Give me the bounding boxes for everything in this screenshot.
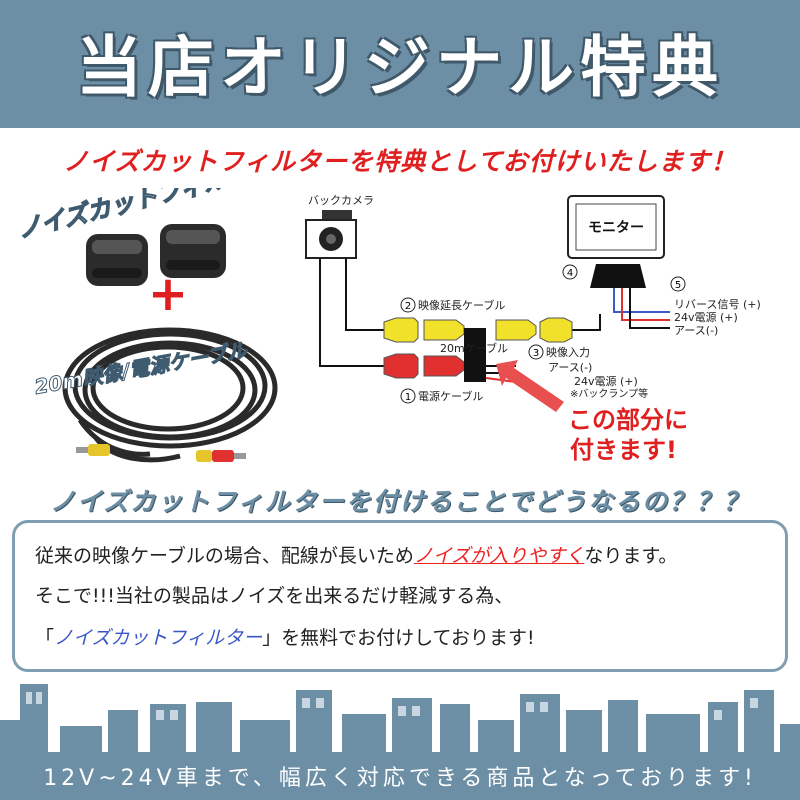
info-line-1c: なります。	[584, 545, 678, 567]
earth-top: アース(-)	[674, 324, 718, 337]
coiled-cable	[62, 327, 278, 463]
filter-block	[464, 328, 486, 382]
product-illustration: ノイズカットフィルター + 20m映像/電源ケーブル	[14, 188, 278, 463]
num-1: 1	[405, 392, 411, 403]
reverse-label: リバース信号 (+)	[674, 298, 761, 311]
power24-top: 24v電源 (+)	[674, 310, 738, 324]
num-2: 2	[405, 301, 411, 312]
rca-yellow-2	[423, 319, 465, 341]
headline: ノイズカットフィルターを特典としてお付けいたします！	[63, 147, 737, 176]
top-banner: 当店オリジナル特典	[0, 0, 800, 128]
callout-line1: この部分に	[568, 406, 688, 434]
back-camera	[305, 210, 357, 259]
footer-text: 12V~24V車まで、幅広く対応できる商品となっております!	[43, 766, 757, 791]
ferrite-filter-left	[86, 234, 148, 286]
camera-label: バックカメラ	[308, 194, 374, 207]
rca-yellow-4	[539, 317, 573, 343]
rca-yellow-3	[495, 319, 537, 341]
label-1: 電源ケーブル	[418, 389, 483, 403]
monitor-label: モニター	[588, 220, 644, 236]
rca-plug-yellow	[76, 444, 110, 456]
monitor: モニター	[567, 195, 665, 288]
wiring-diagram: バックカメラ 2 映像延長ケーブル 20mケーブル 3 映像入力 ア	[305, 194, 761, 464]
rca-plug-red	[212, 450, 246, 462]
label-2: 映像延長ケーブル	[418, 298, 505, 312]
power24-mid: 24v電源 (+)	[574, 374, 638, 388]
info-line-3b: ノイズカットフィルター	[54, 627, 263, 649]
earth-mid: アース(-)	[548, 361, 592, 374]
info-line-1b: ノイズが入りやすく	[413, 545, 585, 567]
callout-line2: 付きます!	[570, 436, 677, 464]
filter-label: ノイズカットフィルター	[15, 188, 278, 244]
city-skyline	[0, 684, 800, 800]
callout-arrow	[496, 360, 564, 412]
ferrite-filter-right	[160, 224, 226, 278]
info-box: 従来の映像ケーブルの場合、配線が長いためノイズが入りやすくなります。 そこで!!…	[12, 520, 788, 672]
plus-sign: +	[148, 266, 188, 322]
rca-yellow-1	[383, 317, 419, 343]
rca-red-2	[423, 355, 465, 377]
info-line-2: そこで!!!当社の製品はノイズを出来るだけ軽減する為、	[35, 585, 514, 607]
num-4: 4	[567, 268, 573, 279]
info-line-3: 「ノイズカットフィルター」を無料でお付けしております!	[35, 623, 535, 650]
info-line-1: 従来の映像ケーブルの場合、配線が長いためノイズが入りやすくなります。	[35, 541, 677, 568]
num-5: 5	[675, 280, 681, 291]
label-3: 映像入力	[546, 346, 590, 359]
info-line-3c: 」を無料でお付けしております!	[262, 627, 535, 649]
info-line-3a: 「	[35, 627, 55, 649]
rca-red-1	[383, 353, 419, 379]
backlamp-note: ※バックランプ等	[570, 387, 648, 400]
cable-20m-label: 20mケーブル	[440, 341, 508, 355]
question-heading: ノイズカットフィルターを付けることでどうなるの？？？	[49, 487, 750, 516]
rca-plug-yellow-2	[196, 450, 212, 462]
num-3: 3	[533, 348, 539, 359]
info-line-1a: 従来の映像ケーブルの場合、配線が長いため	[35, 545, 414, 567]
banner-title: 当店オリジナル特典	[76, 29, 724, 106]
